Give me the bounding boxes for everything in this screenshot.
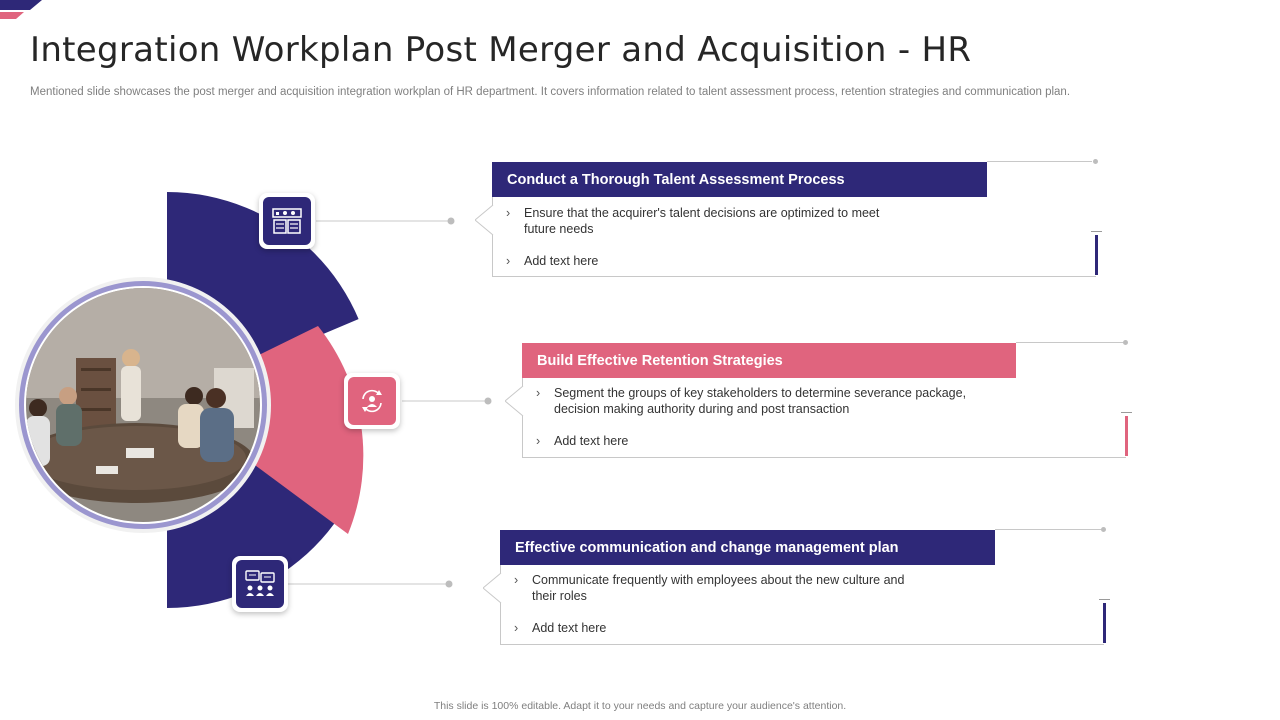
communication-icon-tile xyxy=(232,556,288,612)
team-meeting-photo xyxy=(26,288,260,522)
bullet-text: Ensure that the acquirer's talent decisi… xyxy=(524,206,880,236)
card-pointer xyxy=(475,205,494,235)
card-side-tick xyxy=(1121,412,1132,413)
card-bullet: › Add text here xyxy=(536,433,994,449)
card-bullet: › Communicate frequently with employees … xyxy=(514,572,932,604)
card-side-bar xyxy=(1125,416,1128,456)
card-side-bar xyxy=(1095,235,1098,275)
card-body: › Ensure that the acquirer's talent deci… xyxy=(475,197,1102,277)
communication-group-icon xyxy=(245,570,275,596)
connector-dot-2 xyxy=(484,397,492,405)
card-top-dot xyxy=(1093,159,1098,164)
talent-icon-tile xyxy=(259,193,315,249)
retention-icon-tile xyxy=(344,373,400,429)
card-side-tick xyxy=(1099,599,1110,600)
page-title: Integration Workplan Post Merger and Acq… xyxy=(30,30,972,70)
card-pointer xyxy=(505,386,524,416)
card-heading: Build Effective Retention Strategies xyxy=(522,343,1016,378)
connector-dot-3 xyxy=(445,580,453,588)
talent-dashboard-icon xyxy=(272,208,302,234)
retention-cycle-icon xyxy=(362,389,382,413)
card-heading: Effective communication and change manag… xyxy=(500,530,995,565)
card-top-rule xyxy=(987,161,1092,162)
card-top-dot xyxy=(1101,527,1106,532)
card-top-rule xyxy=(995,529,1102,530)
card-pointer xyxy=(483,573,502,603)
card-bullet: › Add text here xyxy=(506,253,914,269)
card-top-rule xyxy=(1016,342,1125,343)
bullet-text: Add text here xyxy=(524,254,599,268)
page-footer: This slide is 100% editable. Adapt it to… xyxy=(433,700,847,712)
card-bullet: › Add text here xyxy=(514,620,932,636)
card-heading: Conduct a Thorough Talent Assessment Pro… xyxy=(492,162,987,197)
card-body: › Communicate frequently with employees … xyxy=(483,565,1110,645)
bullet-text: Add text here xyxy=(554,434,629,448)
bullet-text: Add text here xyxy=(532,621,607,635)
card-side-bar xyxy=(1103,603,1106,643)
bullet-text: Segment the groups of key stakeholders t… xyxy=(554,386,967,416)
chevron-right-icon: › xyxy=(536,434,541,448)
page-subtitle: Mentioned slide showcases the post merge… xyxy=(30,86,1071,98)
chevron-right-icon: › xyxy=(506,206,511,220)
corner-accent xyxy=(0,0,42,19)
card-bullet: › Ensure that the acquirer's talent deci… xyxy=(506,205,914,237)
connector-dot-1 xyxy=(447,217,455,225)
chevron-right-icon: › xyxy=(506,254,511,268)
bullet-text: Communicate frequently with employees ab… xyxy=(532,573,905,603)
card-bullet: › Segment the groups of key stakeholders… xyxy=(536,385,994,417)
card-side-tick xyxy=(1091,231,1102,232)
card-body: › Segment the groups of key stakeholders… xyxy=(505,378,1132,458)
chevron-right-icon: › xyxy=(536,386,541,400)
chevron-right-icon: › xyxy=(514,573,519,587)
card-top-dot xyxy=(1123,340,1128,345)
chevron-right-icon: › xyxy=(514,621,519,635)
